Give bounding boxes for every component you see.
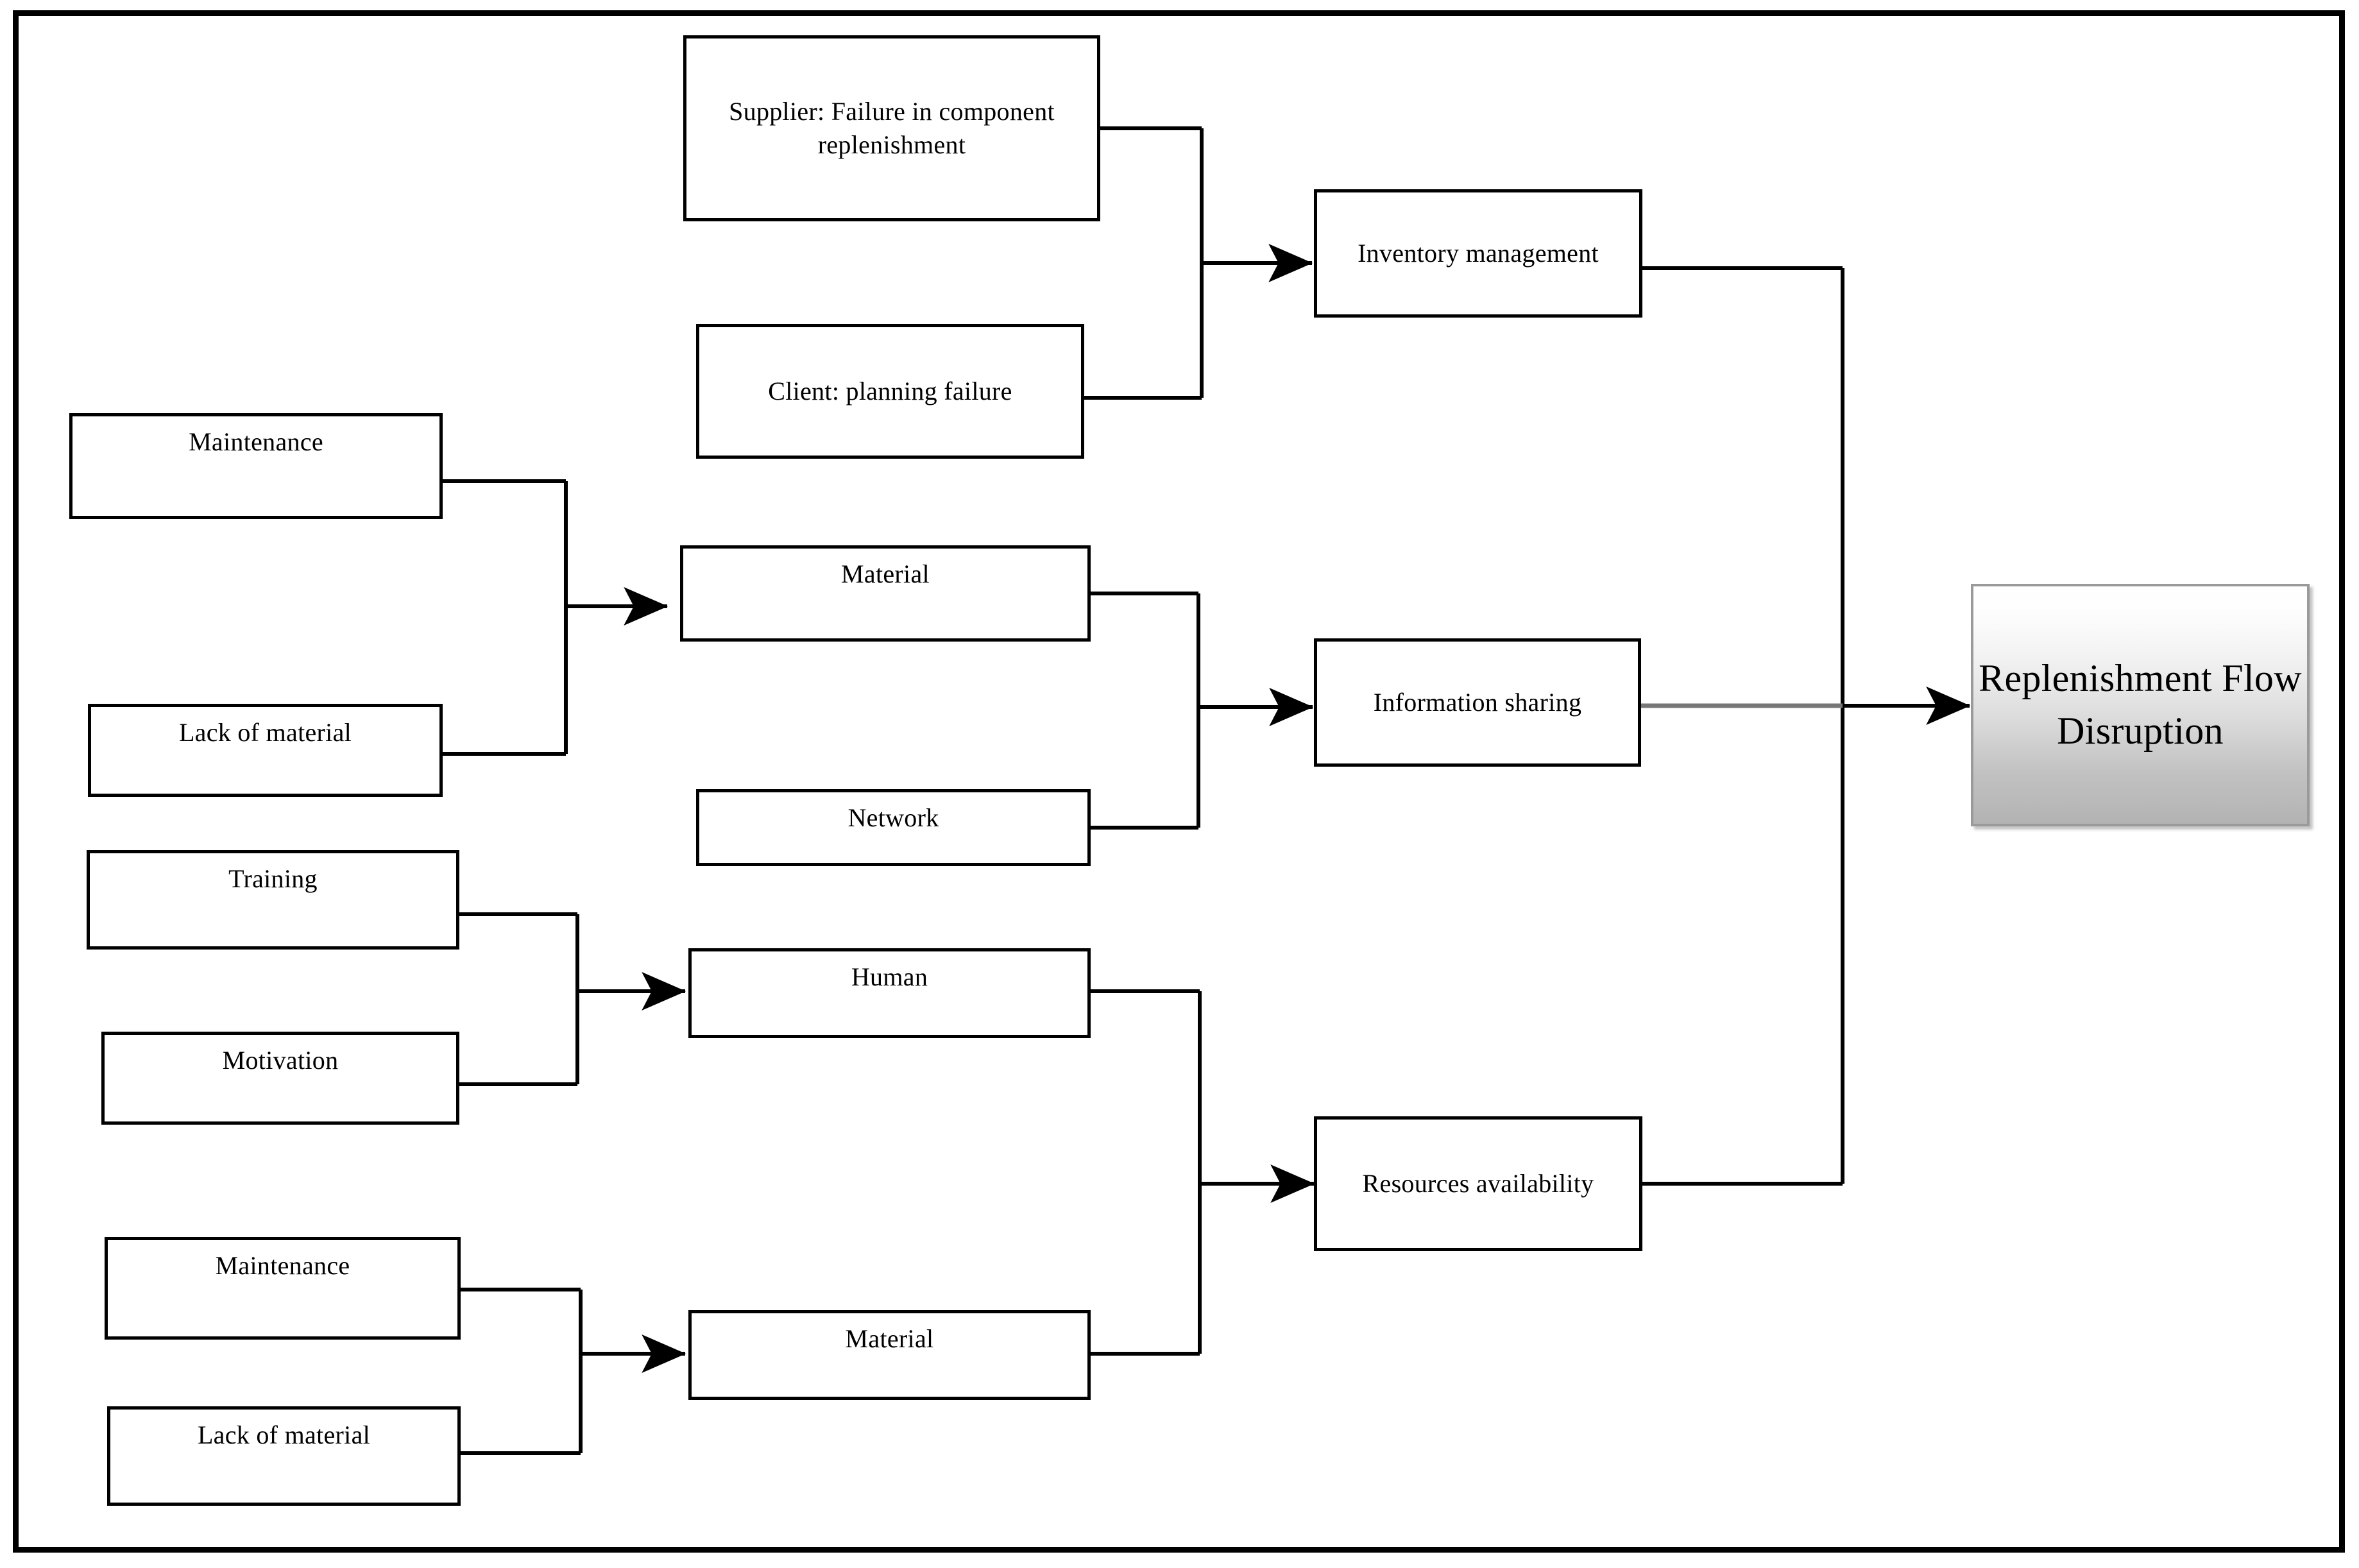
node-supplier-failure[interactable]: Supplier: Failure in component replenish… [683, 35, 1100, 221]
node-network[interactable]: Network [696, 789, 1091, 866]
node-label: Material [845, 1324, 934, 1353]
node-replenishment-flow-disruption[interactable]: Replenishment Flow Disruption [1971, 584, 2310, 826]
node-label: Network [847, 803, 939, 832]
node-motivation[interactable]: Motivation [101, 1032, 459, 1125]
node-lack-of-material-bottom[interactable]: Lack of material [107, 1406, 461, 1506]
node-label: Maintenance [215, 1251, 350, 1280]
node-resources-availability[interactable]: Resources availability [1314, 1116, 1642, 1251]
node-inventory-management[interactable]: Inventory management [1314, 189, 1642, 318]
node-label: Supplier: Failure in component replenish… [729, 97, 1055, 159]
node-label: Training [228, 864, 318, 893]
node-label: Information sharing [1373, 688, 1582, 717]
node-information-sharing[interactable]: Information sharing [1314, 638, 1641, 767]
node-material-bottom[interactable]: Material [688, 1310, 1091, 1400]
node-label: Motivation [222, 1046, 339, 1075]
node-label: Client: planning failure [768, 377, 1012, 405]
node-label: Maintenance [189, 427, 323, 456]
node-label: Inventory management [1358, 239, 1599, 268]
node-label: Material [841, 559, 930, 588]
node-label: Human [851, 962, 928, 991]
node-label: Resources availability [1362, 1169, 1594, 1198]
node-lack-of-material-top[interactable]: Lack of material [88, 704, 443, 797]
node-training[interactable]: Training [87, 850, 459, 950]
node-label: Replenishment Flow Disruption [1979, 657, 2302, 752]
node-label: Lack of material [178, 718, 352, 747]
node-maintenance-bottom[interactable]: Maintenance [105, 1237, 461, 1340]
node-maintenance-top[interactable]: Maintenance [69, 413, 443, 519]
node-human[interactable]: Human [688, 948, 1091, 1038]
node-label: Lack of material [197, 1420, 371, 1449]
node-client-planning[interactable]: Client: planning failure [696, 324, 1084, 459]
node-material-top[interactable]: Material [680, 545, 1091, 642]
